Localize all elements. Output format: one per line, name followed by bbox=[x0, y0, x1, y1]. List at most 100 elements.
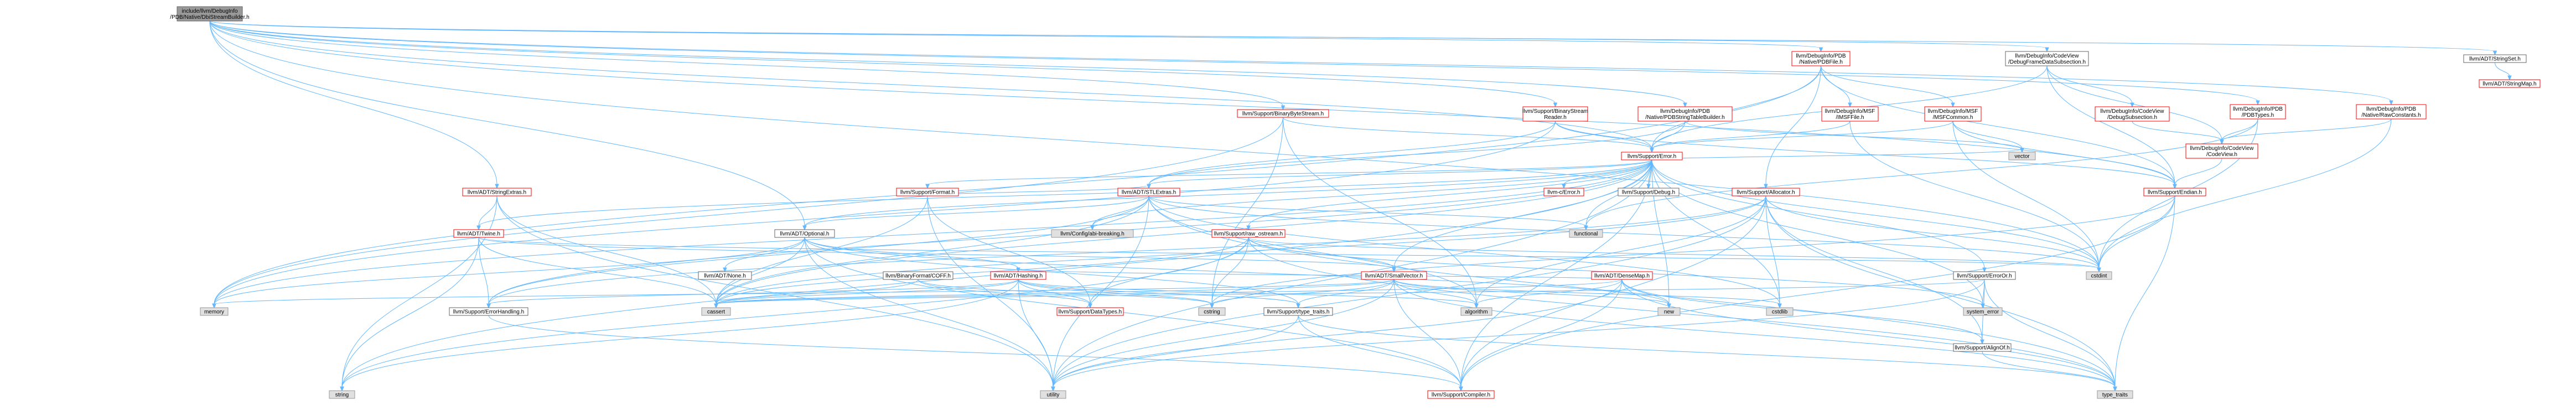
edge-smallvector-to-typetraits bbox=[1296, 279, 1395, 309]
node-label: llvm/Support/Compiler.h bbox=[1432, 392, 1490, 398]
node-label: /DebugFrameDataSubsection.h bbox=[2008, 59, 2086, 65]
node-llvm-support-datatypes-h[interactable]: llvm/Support/DataTypes.h bbox=[1056, 307, 1124, 316]
node-llvm-support-debug-h[interactable]: llvm/Support/Debug.h bbox=[1618, 188, 1680, 196]
node-llvm-adt-none-h[interactable]: llvm/ADT/None.h bbox=[698, 271, 752, 280]
edge-optional-to-none bbox=[723, 237, 805, 273]
node-label: Reader.h bbox=[1544, 115, 1567, 121]
node-llvm-adt-optional-h[interactable]: llvm/ADT/Optional.h bbox=[774, 229, 835, 238]
node-label: llvm/Support/type_traits.h bbox=[1267, 309, 1330, 315]
node-llvm-support-endian-h[interactable]: llvm/Support/Endian.h bbox=[2143, 188, 2206, 196]
edge-pdbtypes-to-functional bbox=[1584, 118, 2258, 231]
node-llvm-debuginfo-codeview-debugsubsection-h[interactable]: llvm/DebugInfo/CodeView/DebugSubsection.… bbox=[2095, 106, 2170, 122]
node-llvm-binaryformat-coff-h[interactable]: llvm/BinaryFormat/COFF.h bbox=[883, 271, 953, 280]
edge-root-to-stringextras bbox=[209, 20, 499, 189]
node-llvm-debuginfo-codeview-debugframedatasubsection-h[interactable]: llvm/DebugInfo/CodeView/DebugFrameDataSu… bbox=[2005, 51, 2089, 66]
node-llvm-support-compiler-h[interactable]: llvm/Support/Compiler.h bbox=[1427, 390, 1495, 399]
node-string: string bbox=[329, 390, 355, 399]
node-llvm-adt-stringmap-h[interactable]: llvm/ADT/StringMap.h bbox=[2479, 79, 2541, 88]
node-label: llvm/Support/BinaryByteStream.h bbox=[1242, 111, 1324, 117]
node-llvm-debuginfo-pdb-pdbtypes-h[interactable]: llvm/DebugInfo/PDB/PDBTypes.h bbox=[2230, 104, 2286, 120]
node-label: /Native/PDBFile.h bbox=[1799, 59, 1843, 65]
edge-stlextras-to-typetraitsstd bbox=[1148, 195, 2117, 392]
node-label: llvm/ADT/StringExtras.h bbox=[468, 190, 526, 196]
edge-smallvector-to-memory bbox=[212, 279, 1395, 309]
edge-pdbfile-to-allocator bbox=[1764, 65, 1821, 189]
edge-stlextras-to-functional bbox=[1148, 195, 1588, 231]
node-label: cstring bbox=[1204, 309, 1220, 315]
node-label: /PDBTypes.h bbox=[2242, 112, 2274, 118]
edge-stringextras-to-cassert bbox=[496, 195, 718, 309]
node-llvm-adt-stlextras-h[interactable]: llvm/ADT/STLExtras.h bbox=[1117, 188, 1180, 196]
node-label: /Native/PDBStringTableBuilder.h bbox=[1645, 115, 1724, 121]
node-label: utility bbox=[1047, 392, 1060, 398]
edge-error-to-cassert bbox=[714, 159, 1652, 309]
node-label: llvm/ADT/StringSet.h bbox=[2469, 56, 2521, 63]
node-llvm-support-binarybytestream-h[interactable]: llvm/Support/BinaryByteStream.h bbox=[1237, 109, 1329, 118]
edge-root-to-pdbtypes bbox=[209, 20, 2260, 106]
edge-smallvector-to-cassert bbox=[714, 279, 1395, 309]
node-label: llvm/DebugInfo/MSF bbox=[1928, 108, 1978, 115]
node-llvm-c-error-h[interactable]: llvm-c/Error.h bbox=[1543, 188, 1584, 196]
edge-codeview-to-endian bbox=[2173, 158, 2222, 189]
node-llvm-adt-densemap-h[interactable]: llvm/ADT/DenseMap.h bbox=[1591, 271, 1653, 280]
node-vector: vector bbox=[2008, 152, 2036, 160]
node-llvm-adt-hashing-h[interactable]: llvm/ADT/Hashing.h bbox=[990, 271, 1046, 280]
node-label: /DebugSubsection.h bbox=[2107, 115, 2157, 121]
node-llvm-adt-smallvector-h[interactable]: llvm/ADT/SmallVector.h bbox=[1361, 271, 1427, 280]
edge-coff-to-datatypes bbox=[918, 279, 1092, 309]
node-llvm-support-allocator-h[interactable]: llvm/Support/Allocator.h bbox=[1732, 188, 1800, 196]
node-llvm-support-alignof-h[interactable]: llvm/Support/AlignOf.h bbox=[1953, 343, 2012, 352]
node-label: include/llvm/DebugInfo bbox=[182, 8, 238, 14]
node-llvm-support-errorhandling-h[interactable]: llvm/Support/ErrorHandling.h bbox=[449, 307, 528, 316]
edge-stringset-to-stringmap bbox=[2495, 62, 2512, 81]
node-llvm-debuginfo-pdb-native-rawconstants-h[interactable]: llvm/DebugInfo/PDB/Native/RawConstants.h bbox=[2356, 104, 2427, 120]
edge-smallvector-to-cstring bbox=[1210, 279, 1395, 309]
node-include-llvm-debuginfo-pdb-native-dbistreambuilder-h[interactable]: include/llvm/DebugInfo/PDB/Native/DbiStr… bbox=[170, 6, 250, 22]
node-type-traits: type_traits bbox=[2097, 390, 2133, 399]
node-llvm-debuginfo-pdb-native-pdbfile-h[interactable]: llvm/DebugInfo/PDB/Native/PDBFile.h bbox=[1791, 51, 1851, 66]
edge-error-to-format bbox=[925, 159, 1652, 189]
node-label: llvm/Support/BinaryStream bbox=[1522, 108, 1588, 115]
edge-stringextras-to-twine bbox=[476, 195, 497, 231]
node-label: llvm/ADT/None.h bbox=[704, 273, 746, 279]
edge-binstreamreader-to-stlextras bbox=[1147, 121, 1556, 189]
edge-errorhandling-to-compiler bbox=[488, 315, 1463, 392]
node-llvm-support-format-h[interactable]: llvm/Support/Format.h bbox=[896, 188, 959, 196]
node-llvm-support-raw-ostream-h[interactable]: llvm/Support/raw_ostream.h bbox=[1211, 229, 1286, 238]
node-llvm-adt-stringset-h[interactable]: llvm/ADT/StringSet.h bbox=[2463, 54, 2527, 63]
node-llvm-debuginfo-codeview-codeview-h[interactable]: llvm/DebugInfo/CodeView/CodeView.h bbox=[2185, 143, 2258, 159]
node-cstdlib: cstdlib bbox=[1766, 307, 1794, 316]
edge-smallvector-to-cstdlib bbox=[1393, 279, 1782, 309]
node-label: llvm-c/Error.h bbox=[1548, 190, 1580, 196]
edge-endian-to-cstdint bbox=[2097, 195, 2175, 273]
edge-error-to-cstdlib bbox=[1651, 159, 1782, 309]
node-llvm-support-type-traits-h[interactable]: llvm/Support/type_traits.h bbox=[1263, 307, 1333, 316]
edge-stlextras-to-cstdint bbox=[1148, 195, 2101, 273]
edge-stringextras-to-string bbox=[340, 195, 497, 392]
node-llvm-debuginfo-pdb-native-pdbstringtablebuilder-h[interactable]: llvm/DebugInfo/PDB/Native/PDBStringTable… bbox=[1637, 106, 1733, 122]
edge-root-to-rawconst bbox=[209, 20, 2393, 106]
node-llvm-adt-stringextras-h[interactable]: llvm/ADT/StringExtras.h bbox=[462, 188, 532, 196]
node-llvm-adt-twine-h[interactable]: llvm/ADT/Twine.h bbox=[453, 229, 504, 238]
node-label: string bbox=[335, 392, 349, 398]
edge-pdbfile-to-msfcommon bbox=[1821, 65, 1955, 108]
node-cstring: cstring bbox=[1198, 307, 1226, 316]
edge-pdbtypes-to-codeview bbox=[2220, 118, 2258, 145]
node-llvm-support-error-h[interactable]: llvm/Support/Error.h bbox=[1621, 152, 1683, 160]
node-system-error: system_error bbox=[1963, 307, 2003, 316]
edge-rawostream-to-cstdint bbox=[1248, 237, 2101, 273]
node-label: llvm/Support/ErrorOr.h bbox=[1957, 273, 2012, 279]
node-label: functional bbox=[1574, 231, 1598, 237]
edge-alignof-to-typetraitsstd bbox=[1982, 351, 2117, 392]
edge-dfds-to-codeview bbox=[2046, 65, 2224, 145]
node-llvm-debuginfo-msf-imsffile-h[interactable]: llvm/DebugInfo/MSF/IMSFFile.h bbox=[1821, 106, 1879, 122]
node-label: llvm/Support/ErrorHandling.h bbox=[453, 309, 524, 315]
node-label: /IMSFFile.h bbox=[1836, 115, 1864, 121]
node-llvm-support-erroror-h[interactable]: llvm/Support/ErrorOr.h bbox=[1953, 271, 2016, 280]
node-llvm-debuginfo-msf-msfcommon-h[interactable]: llvm/DebugInfo/MSF/MSFCommon.h bbox=[1924, 106, 1982, 122]
node-cstdint: cstdint bbox=[2086, 271, 2112, 280]
edge-endian-to-cstring bbox=[1210, 195, 2175, 309]
node-label: llvm/DebugInfo/CodeView bbox=[2015, 53, 2080, 59]
